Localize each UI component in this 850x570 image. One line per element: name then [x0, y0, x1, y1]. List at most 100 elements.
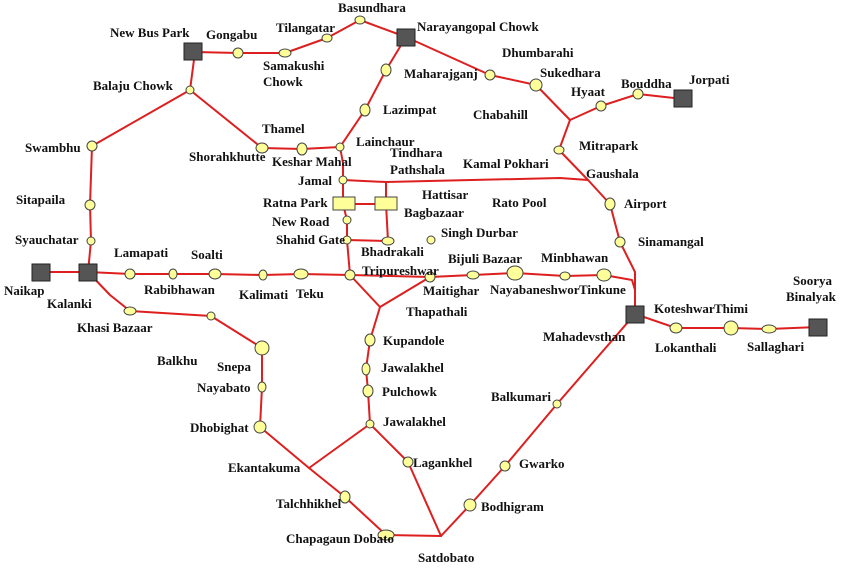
stop-bagbazaar: [374, 196, 398, 211]
stop-thamel: [296, 142, 308, 156]
terminal-koteshwar: [625, 305, 645, 324]
stop-gwarko: [499, 460, 511, 472]
label-lamapati: Lamapati: [114, 245, 169, 260]
label-dhumbarahi: Dhumbarahi: [502, 45, 574, 60]
jawalakhel-satdobato: [369, 423, 442, 537]
stop-tilangatar: [321, 33, 333, 43]
stop-kalimati: [258, 269, 268, 281]
label-snepa: Snepa: [217, 359, 251, 374]
label-bouddha: Bouddha: [621, 76, 672, 91]
stop-sinamangal: [614, 236, 626, 248]
label-chapagaun-dobato: Chapagaun Dobato: [286, 531, 395, 546]
label-minbhawan: Minbhawan: [541, 250, 609, 265]
label-balkhu: Balkhu: [157, 353, 198, 368]
stop-shorahkhutte: [255, 142, 269, 154]
label-sallaghari: Sallaghari: [747, 339, 805, 354]
label-jawalakhel-2: Jawalakhel: [383, 414, 446, 429]
ring-road-south: [87, 271, 442, 537]
stop-jawalakhel-1: [361, 362, 371, 376]
stop-rabibhawan: [168, 268, 178, 280]
terminal-narayangopal-chowk: [396, 28, 416, 47]
stop-lainchaur: [335, 142, 345, 152]
stop-maitighar: [424, 271, 436, 283]
shahid-gate-bhadrakali: [346, 239, 389, 242]
stop-bouddha: [632, 88, 644, 100]
label-basundhara: Basundhara: [338, 0, 406, 15]
stop-chapagaun-dobato: [377, 529, 395, 541]
stop-airport: [604, 197, 616, 211]
stop-bijuli-bazaar: [466, 270, 480, 280]
stop-basundhara: [354, 15, 366, 25]
label-shorahkhutte: Shorahkhutte: [189, 149, 266, 164]
stop-jawalakhel-2: [365, 419, 375, 429]
stop-lazimpat: [359, 103, 371, 117]
label-singh-durbar: Singh Durbar: [441, 225, 518, 240]
label-bodhigram: Bodhigram: [481, 499, 544, 514]
bagbazaar-link: [385, 181, 389, 242]
terminals: [31, 28, 828, 337]
label-sinamangal: Sinamangal: [638, 234, 704, 249]
stop-shahid-gate: [342, 235, 352, 245]
label-lokanthali: Lokanthali: [655, 340, 717, 355]
stop-new-road: [342, 215, 352, 225]
stop-snepa: [206, 311, 216, 321]
stop-ratna-park: [332, 196, 356, 211]
label-samakushi: Samakushi: [263, 58, 325, 73]
label-rabibhawan: Rabibhawan: [144, 282, 215, 297]
stop-syauchatar: [86, 236, 96, 246]
stop-tripureshwar: [344, 269, 356, 281]
label-swambhu: Swambhu: [25, 140, 81, 155]
label-maharajganj: Maharajganj: [404, 66, 478, 81]
label-nayabaneshwor: Nayabaneshwor: [490, 282, 580, 297]
stop-kupandole: [364, 333, 376, 347]
stop-teku: [293, 268, 309, 280]
stop-balkhu: [254, 340, 270, 356]
label-koteshwar: Koteshwar: [654, 301, 715, 316]
stop-minbhawan: [559, 271, 571, 281]
stop-balkumari: [552, 399, 562, 409]
label-kamal-pokhari: Kamal Pokhari: [463, 156, 549, 171]
stop-sallaghari: [761, 324, 777, 334]
label-tilangatar: Tilangatar: [276, 20, 335, 35]
label-ekantakuma: Ekantakuma: [228, 460, 301, 475]
stop-sukedhara: [529, 78, 543, 92]
label-naikap: Naikap: [4, 283, 45, 298]
stop-samakushi: [278, 48, 292, 58]
label-chowk: Chowk: [263, 74, 303, 89]
label-dhobighat: Dhobighat: [190, 420, 249, 435]
stop-thimi: [723, 320, 739, 336]
stop-dhumbarahi: [484, 69, 496, 81]
stop-tinkune: [596, 268, 612, 282]
label-sukedhara: Sukedhara: [540, 65, 601, 80]
label-mitrapark: Mitrapark: [579, 138, 639, 153]
label-thimi: Thimi: [714, 301, 748, 316]
label-tripureshwar: Tripureshwar: [362, 263, 439, 278]
label-balkumari: Balkumari: [491, 389, 551, 404]
label-mahadevsthan: Mahadevsthan: [543, 329, 626, 344]
label-rato-pool: Rato Pool: [492, 195, 547, 210]
label-new-road: New Road: [272, 214, 330, 229]
stop-hyaat: [595, 100, 607, 112]
terminal-kalanki: [78, 263, 98, 282]
label-tinkune: Tinkune: [579, 282, 626, 297]
stop-swambhu: [86, 140, 98, 152]
stop-balaju-chowk: [185, 85, 195, 95]
label-kupandole: Kupandole: [383, 333, 445, 348]
label-pathshala: Pathshala: [390, 162, 445, 177]
label-lagankhel: Lagankhel: [413, 455, 473, 470]
label-soorya: Soorya: [793, 273, 832, 288]
stop-jamal: [338, 175, 348, 185]
label-thapathali: Thapathali: [406, 304, 468, 319]
label-hyaat: Hyaat: [571, 84, 605, 99]
terminal-new-bus-park: [183, 42, 203, 61]
label-balaju-chowk: Balaju Chowk: [93, 78, 173, 93]
label-bagbazaar: Bagbazaar: [404, 205, 464, 220]
label-bijuli-bazaar: Bijuli Bazaar: [448, 251, 523, 266]
stop-pulchowk: [362, 384, 374, 398]
stop-soalti: [208, 268, 222, 280]
stop-dhobighat: [253, 420, 267, 434]
stops: [84, 15, 777, 541]
stop-singh-durbar: [426, 235, 436, 245]
stop-mitrapark: [553, 145, 565, 155]
